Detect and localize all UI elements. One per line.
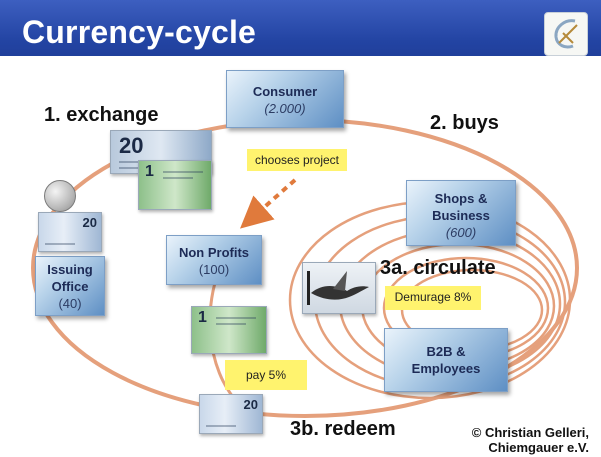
issuing-office-count: (40) — [58, 296, 82, 311]
pay-note: pay 5% — [225, 360, 307, 390]
chiemgauer-1-banknote-bottom: 1 — [191, 306, 267, 354]
consumer-label: Consumer — [252, 84, 318, 99]
chiemgauer-1-value-top: 1 — [145, 163, 154, 180]
demurage-note: Demurage 8% — [385, 286, 481, 310]
shops-label: Shops & Business — [432, 191, 490, 223]
shops-count: (600) — [445, 225, 477, 240]
bird-icon — [307, 271, 369, 305]
copyright-credit: © Christian Gelleri, Chiemgauer e.V. — [472, 425, 589, 455]
b2b-node: B2B & Employees — [384, 328, 508, 392]
consumer-node: Consumer (2.000) — [226, 70, 344, 128]
chooses-project-note: chooses project — [247, 149, 347, 171]
euro-banknote: 20 — [38, 212, 102, 252]
chiemgauer-1-value-bottom: 1 — [198, 309, 207, 326]
step-redeem-label: 3b. redeem — [290, 418, 396, 440]
consumer-count: (2.000) — [264, 101, 306, 116]
b2b-label: B2B & Employees — [411, 344, 481, 376]
nonprofits-count: (100) — [198, 262, 230, 277]
issuing-office-label: Issuing Office — [47, 262, 93, 294]
chiemgauer-logo-icon — [544, 12, 588, 56]
credit-line-2: Chiemgauer e.V. — [488, 440, 589, 455]
nonprofits-label: Non Profits — [178, 245, 250, 260]
step-buys-label: 2. buys — [430, 112, 499, 134]
credit-line-1: © Christian Gelleri, — [471, 425, 589, 440]
issuing-office-node: Issuing Office (40) — [35, 256, 105, 316]
chiemgauer-1-banknote-top: 1 — [138, 160, 212, 210]
bird-card-illustration — [302, 262, 376, 314]
step-exchange-label: 1. exchange — [44, 104, 159, 126]
euro-banknote-value: 20 — [82, 215, 97, 230]
title-underband — [0, 56, 601, 74]
euro-coin — [44, 180, 76, 212]
euro-banknote-redeem: 20 — [199, 394, 263, 434]
nonprofits-node: Non Profits (100) — [166, 235, 262, 285]
step-circulate-label: 3a. circulate — [380, 257, 496, 279]
project-arrow — [240, 178, 297, 229]
chiemgauer-20-value: 20 — [119, 133, 144, 158]
shops-node: Shops & Business (600) — [406, 180, 516, 246]
euro-banknote-redeem-value: 20 — [243, 397, 258, 412]
slide-title: Currency-cycle — [22, 14, 257, 50]
